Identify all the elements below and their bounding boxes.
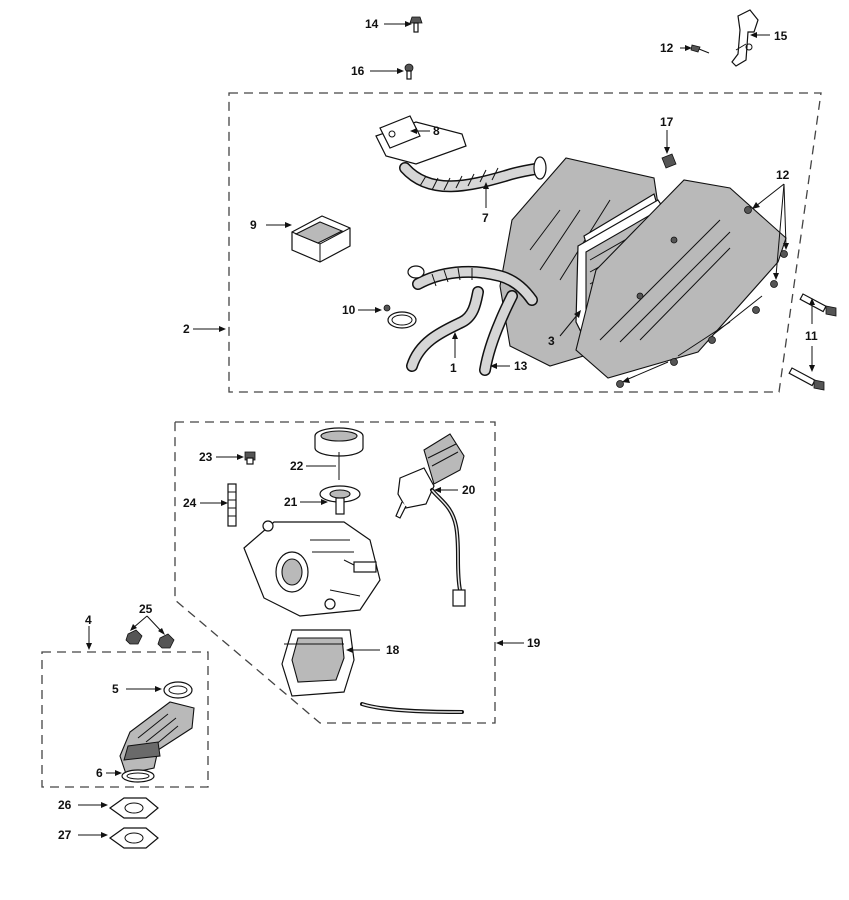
callout-10: 10 — [342, 303, 356, 317]
callout-13: 13 — [514, 359, 528, 373]
callout-1: 1 — [450, 361, 457, 375]
callout-2: 2 — [183, 322, 190, 336]
callout-7: 7 — [482, 211, 489, 225]
callout-18: 18 — [386, 643, 400, 657]
callout-17: 17 — [660, 115, 674, 129]
clip-17 — [661, 153, 677, 169]
intake-manifold — [119, 701, 195, 775]
callout-16: 16 — [351, 64, 365, 78]
float-bowl-18 — [281, 629, 355, 697]
intake-duct-7 — [375, 121, 547, 193]
clamp-5 — [163, 681, 193, 699]
screw-14 — [409, 16, 423, 33]
choke-20 — [395, 433, 466, 607]
o-ring-6 — [121, 769, 155, 783]
cap-22 — [314, 427, 364, 457]
group-4-intake-boundary — [41, 651, 209, 788]
drain-tube-1 — [406, 286, 484, 372]
callout-4: 4 — [85, 613, 92, 627]
screw-23 — [244, 451, 256, 465]
callout-9: 9 — [250, 218, 257, 232]
callout-14: 14 — [365, 17, 379, 31]
callout-15: 15 — [774, 29, 788, 43]
needle-24 — [227, 483, 237, 527]
callout-12-right: 12 — [776, 168, 790, 182]
callout-6: 6 — [96, 766, 103, 780]
callout-5: 5 — [112, 682, 119, 696]
screw-16 — [404, 63, 414, 80]
callout-3: 3 — [548, 334, 555, 348]
callout-23: 23 — [199, 450, 213, 464]
diaphragm-21 — [319, 485, 361, 515]
callout-8: 8 — [433, 124, 440, 138]
callout-25: 25 — [139, 602, 153, 616]
overflow-tube — [360, 702, 464, 714]
callout-12-top: 12 — [660, 41, 674, 55]
group-2-airbox-boundary — [228, 92, 822, 393]
callout-11: 11 — [805, 329, 818, 343]
callout-24: 24 — [183, 496, 197, 510]
nuts-25 — [125, 629, 175, 649]
carburetor-body — [243, 520, 381, 617]
resonator-9 — [291, 215, 351, 263]
callout-22: 22 — [290, 459, 304, 473]
callout-21: 21 — [284, 495, 298, 509]
callout-26: 26 — [58, 798, 72, 812]
intake-boot — [407, 265, 538, 306]
leader-lines — [78, 21, 815, 838]
callout-19: 19 — [527, 636, 541, 650]
callout-27: 27 — [58, 828, 72, 842]
flange-8 — [379, 115, 421, 149]
gasket-27 — [108, 827, 159, 849]
cover-screws-12 — [616, 206, 788, 388]
group-19-carburetor-boundary — [174, 421, 496, 724]
bracket-15 — [731, 9, 759, 67]
clamp-10 — [383, 304, 417, 329]
gasket-26 — [108, 797, 159, 819]
screw-12-top — [690, 44, 710, 54]
callout-20: 20 — [462, 483, 476, 497]
callout-labels: 1 2 3 4 5 6 7 8 9 10 11 12 12 13 14 15 1… — [58, 17, 818, 842]
drain-tube-13 — [479, 290, 518, 376]
